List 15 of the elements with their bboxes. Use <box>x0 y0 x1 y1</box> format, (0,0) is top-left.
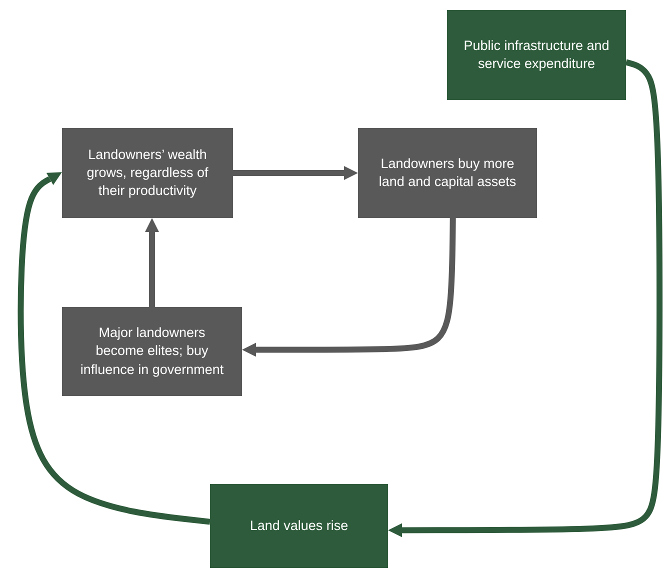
arrow <box>18 172 210 525</box>
box-text: Public infrastructure and service expenditure <box>462 36 610 73</box>
arrow <box>388 59 663 538</box>
process-box <box>358 128 537 218</box>
arrow <box>145 218 159 307</box>
arrow <box>242 218 456 357</box>
process-box <box>447 10 626 100</box>
process-box <box>62 128 233 218</box>
box-text: Landowners’ wealth grows, regardless of their productivity <box>86 146 210 200</box>
box-text: Landowners buy more land and capital assets <box>378 154 518 191</box>
process-box <box>62 307 242 396</box>
process-box <box>210 484 388 568</box>
arrow <box>233 166 358 180</box>
box-text: Land values rise <box>250 516 348 535</box>
box-text: Major landowners become elites; buy influence in government <box>79 324 225 379</box>
